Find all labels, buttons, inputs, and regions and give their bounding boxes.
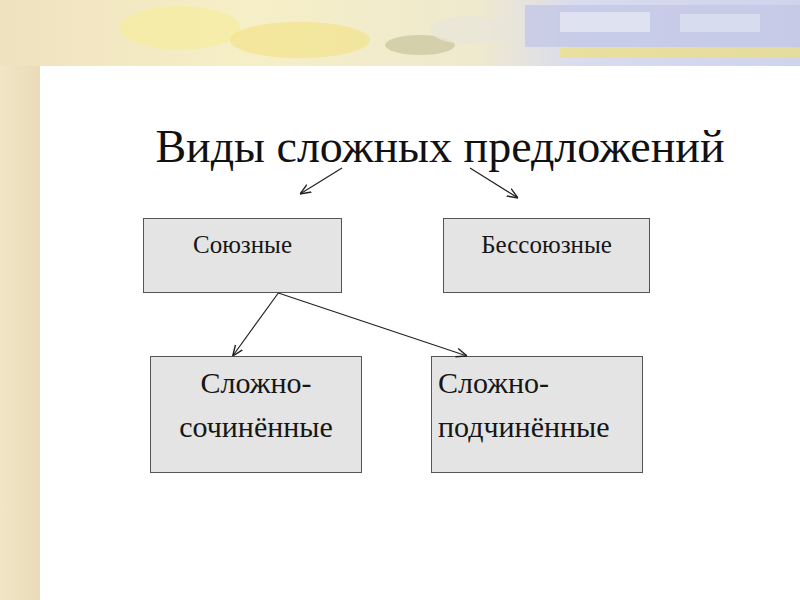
side-strip [0,0,40,600]
band-decor [430,16,510,44]
band-decor [120,6,240,50]
top-band [0,0,800,66]
title-arrow [470,168,518,198]
band-decor [680,14,760,32]
band-decor [525,5,800,47]
category-box: Сложно- сочинённые [150,356,362,473]
box-label: Сложно- сочинённые [155,361,357,448]
branch-arrow [278,293,467,356]
band-decor [560,12,650,32]
category-box: Сложно- подчинённые [431,356,643,473]
branch-arrow [233,293,279,356]
band-decor [560,48,800,58]
title-text: Виды сложных предложений [100,122,780,173]
box-label: Сложно- подчинённые [438,361,636,448]
box-label: Союзные [148,227,337,263]
slide-area [40,66,800,600]
category-box: Союзные [143,218,342,293]
slide-title: Виды сложных предложений [100,122,780,173]
category-box: Бессоюзные [443,218,650,293]
box-label: Бессоюзные [448,227,645,263]
band-decor [230,22,370,58]
